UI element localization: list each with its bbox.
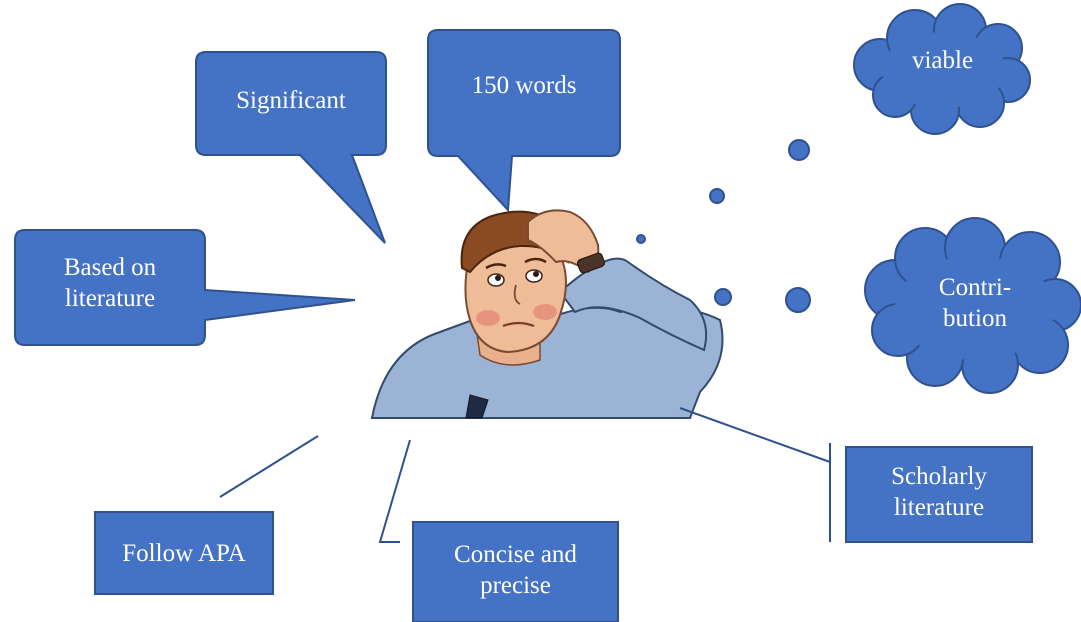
speech-bubble-150-words xyxy=(427,29,621,213)
speech-bubble-based-on-literature xyxy=(14,229,356,346)
confused-man-illustration xyxy=(370,209,724,419)
connector-lines xyxy=(219,407,831,543)
thought-dot xyxy=(636,234,646,244)
box-follow-apa xyxy=(94,511,274,595)
connector-follow-apa xyxy=(219,435,319,498)
speech-bubble-significant xyxy=(195,51,387,244)
thought-dot xyxy=(788,139,810,161)
thought-dot xyxy=(709,188,725,204)
box-concise-precise xyxy=(412,521,619,622)
thought-dot xyxy=(714,288,732,306)
connector-scholarly xyxy=(679,407,831,463)
thought-dot xyxy=(785,287,811,313)
connector-concise-precise xyxy=(378,439,411,543)
thought-cloud-viable xyxy=(853,3,1031,135)
box-scholarly-literature xyxy=(845,446,1033,543)
thought-cloud-contribution xyxy=(864,217,1081,394)
